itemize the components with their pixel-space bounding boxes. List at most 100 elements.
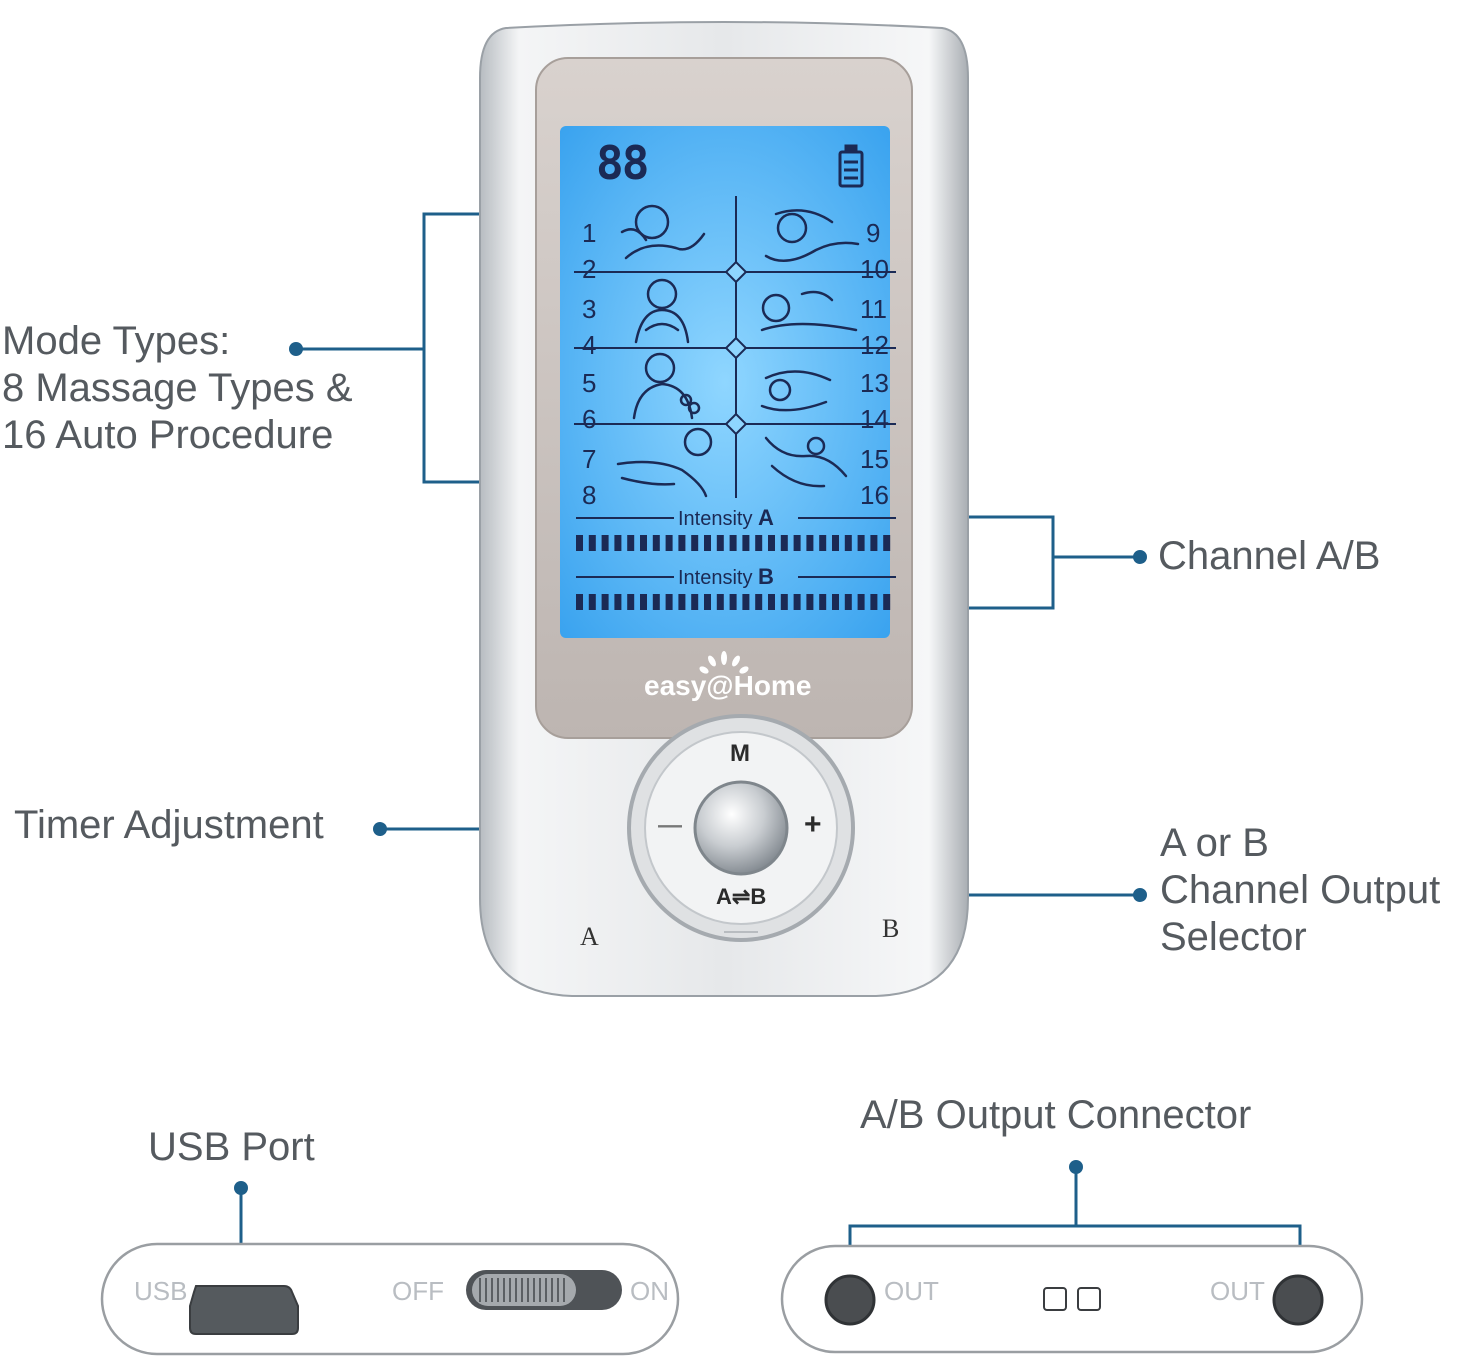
- intensity-segment: [819, 535, 827, 551]
- intensity-segment: [844, 594, 852, 610]
- usb-label: USB: [134, 1276, 188, 1306]
- output-label-b: B: [882, 914, 900, 943]
- output-connector-callout: A/B Output Connector: [860, 1093, 1252, 1137]
- intensity-segment: [665, 535, 673, 551]
- intensity-segment: [640, 535, 647, 551]
- mode-types-dot: [289, 342, 303, 356]
- output-dot: [1069, 1160, 1083, 1174]
- intensity-segment: [729, 594, 737, 610]
- intensity-b-channel: B: [758, 564, 774, 589]
- channel-selector-button[interactable]: A⇌B: [716, 884, 767, 909]
- mode-number: 9: [866, 218, 881, 248]
- intensity-segment: [768, 535, 775, 551]
- mode-number: 4: [582, 330, 597, 360]
- figure-arm-icon: [616, 427, 713, 498]
- intensity-segment: [857, 535, 865, 551]
- mode-number: 7: [582, 444, 597, 474]
- intensity-b-label: Intensity B: [678, 564, 774, 590]
- intensity-segment: [678, 594, 686, 610]
- channel-ab-callout: Channel A/B: [1158, 534, 1381, 578]
- usb-port-callout: USB Port: [148, 1125, 315, 1169]
- mode-number: 5: [582, 368, 597, 398]
- mode-number: 3: [582, 294, 597, 324]
- output-jack-left[interactable]: [824, 1274, 876, 1326]
- mode-number: 11: [860, 294, 887, 324]
- off-label: OFF: [392, 1276, 444, 1306]
- intensity-segment: [652, 594, 660, 610]
- selector-dot: [1133, 888, 1147, 902]
- intensity-a-label: Intensity A: [678, 505, 774, 531]
- intensity-segment: [819, 594, 827, 610]
- channel-bracket: [898, 515, 1055, 610]
- intensity-segment: [601, 535, 609, 551]
- battery-icon: [838, 144, 864, 188]
- figure-leg-icon: [764, 436, 848, 488]
- figure-back-icon: [634, 278, 690, 344]
- intensity-b-text: Intensity: [678, 567, 753, 589]
- timer-dot: [373, 822, 387, 836]
- intensity-segment: [601, 594, 609, 610]
- intensity-segment: [576, 594, 583, 610]
- mode-number: 12: [860, 330, 889, 360]
- selector-line-2: Channel Output: [1160, 868, 1441, 912]
- intensity-segment: [614, 535, 622, 551]
- mode-types-line-1: Mode Types:: [2, 319, 231, 363]
- mode-number: 8: [582, 480, 597, 510]
- intensity-segment: [793, 594, 801, 610]
- intensity-segment: [704, 535, 711, 551]
- intensity-segment: [883, 535, 891, 551]
- mode-number: 2: [582, 254, 597, 284]
- usb-port-icon: [189, 1285, 299, 1335]
- intensity-segment: [742, 594, 750, 610]
- mode-types-line-2: 8 Massage Types &: [2, 366, 353, 410]
- intensity-segment: [704, 594, 711, 610]
- intensity-segment: [678, 535, 686, 551]
- mode-number: 1: [582, 218, 597, 248]
- plus-button[interactable]: +: [804, 808, 822, 841]
- intensity-segment: [780, 535, 788, 551]
- intensity-segment: [614, 594, 622, 610]
- intensity-segment: [716, 535, 724, 551]
- figure-shoulder-icon: [632, 352, 701, 420]
- intensity-segment: [768, 594, 775, 610]
- minus-button[interactable]: —: [658, 812, 682, 839]
- intensity-segment: [576, 535, 583, 551]
- figure-lying-icon: [760, 290, 858, 332]
- intensity-segment: [716, 594, 724, 610]
- output-jack-right[interactable]: [1272, 1274, 1324, 1326]
- mode-types-callout: Mode Types: 8 Massage Types & 16 Auto Pr…: [2, 318, 353, 459]
- figure-chest-icon: [760, 370, 832, 412]
- intensity-segment: [742, 535, 750, 551]
- intensity-segment: [627, 594, 635, 610]
- intensity-segment: [588, 594, 596, 610]
- intensity-segment: [883, 594, 891, 610]
- intensity-segment: [729, 535, 737, 551]
- intensity-segment: [665, 594, 673, 610]
- out-label-left: OUT: [884, 1276, 939, 1306]
- intensity-segment: [755, 594, 763, 610]
- intensity-segment: [857, 594, 865, 610]
- intensity-a-bars: [576, 535, 891, 551]
- intensity-a-channel: A: [758, 505, 774, 530]
- center-button[interactable]: [693, 780, 789, 876]
- intensity-segment: [780, 594, 788, 610]
- brand-splash-icon: [699, 651, 749, 674]
- channel-dot: [1133, 550, 1147, 564]
- mode-button[interactable]: M: [730, 740, 750, 767]
- lcd-screen: [560, 126, 890, 638]
- mode-number: 10: [860, 254, 889, 284]
- mode-number: 16: [860, 480, 889, 510]
- timer-callout: Timer Adjustment: [14, 803, 324, 847]
- brand-logo: easy@Home: [644, 670, 812, 701]
- intensity-segment: [691, 594, 699, 610]
- on-label: ON: [630, 1276, 669, 1306]
- power-switch[interactable]: [466, 1270, 622, 1310]
- intensity-segment: [870, 535, 878, 551]
- selector-line-1: A or B: [1160, 821, 1269, 865]
- massage-figure-icons: [616, 204, 860, 498]
- usb-dot: [234, 1181, 248, 1195]
- intensity-segment: [588, 535, 596, 551]
- selector-line-3: Selector: [1160, 915, 1307, 959]
- intensity-segment: [806, 535, 814, 551]
